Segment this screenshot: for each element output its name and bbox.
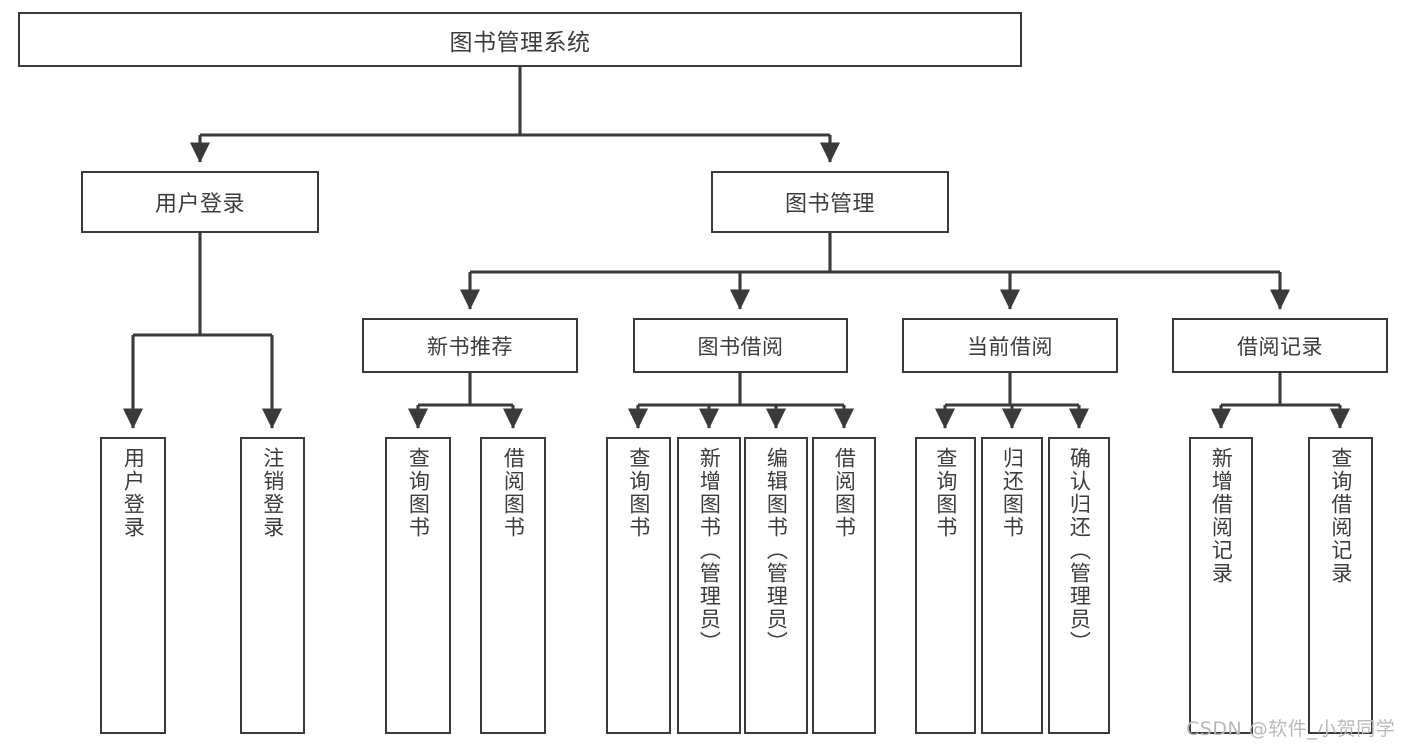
node-current-borrow[interactable]: 当前借阅 [902, 318, 1118, 373]
watermark: CSDN @软件_小贺同学 [1186, 718, 1396, 740]
leaf-edit-book-admin-label: 编辑图书（管理员） [764, 447, 789, 654]
node-new-book-recommend[interactable]: 新书推荐 [362, 318, 578, 373]
node-root[interactable]: 图书管理系统 [18, 12, 1022, 67]
leaf-add-book-admin-label: 新增图书（管理员） [697, 447, 722, 654]
leaf-logout[interactable]: 注销登录 [240, 437, 305, 734]
leaf-user-login-label: 用户登录 [121, 447, 146, 539]
leaf-borrow-book-label: 借阅图书 [832, 447, 857, 539]
node-new-book-recommend-label: 新书推荐 [427, 334, 513, 359]
node-user-login[interactable]: 用户登录 [81, 171, 319, 233]
node-book-borrow[interactable]: 图书借阅 [633, 318, 848, 373]
node-current-borrow-label: 当前借阅 [967, 334, 1053, 359]
leaf-add-borrow-record[interactable]: 新增借阅记录 [1189, 437, 1253, 734]
leaf-logout-label: 注销登录 [260, 447, 285, 539]
leaf-query-book-borrow-label: 查询图书 [626, 447, 651, 539]
node-borrow-record[interactable]: 借阅记录 [1172, 318, 1388, 373]
node-book-management[interactable]: 图书管理 [711, 171, 949, 233]
leaf-query-book-borrow[interactable]: 查询图书 [606, 437, 671, 734]
node-borrow-record-label: 借阅记录 [1237, 334, 1323, 359]
leaf-add-borrow-record-label: 新增借阅记录 [1209, 447, 1234, 585]
leaf-confirm-return-admin[interactable]: 确认归还（管理员） [1048, 437, 1110, 734]
leaf-add-book-admin[interactable]: 新增图书（管理员） [677, 437, 741, 734]
leaf-query-book-newbook[interactable]: 查询图书 [385, 437, 451, 734]
node-book-borrow-label: 图书借阅 [697, 334, 784, 359]
leaf-borrow-book[interactable]: 借阅图书 [812, 437, 876, 734]
node-root-label: 图书管理系统 [449, 29, 591, 56]
leaf-query-book-current[interactable]: 查询图书 [915, 437, 976, 734]
leaf-return-book-label: 归还图书 [1000, 447, 1025, 539]
node-user-login-label: 用户登录 [154, 192, 245, 217]
leaf-query-book-current-label: 查询图书 [933, 447, 958, 539]
leaf-confirm-return-admin-label: 确认归还（管理员） [1067, 447, 1092, 654]
leaf-edit-book-admin[interactable]: 编辑图书（管理员） [744, 437, 808, 734]
leaf-query-borrow-record-label: 查询借阅记录 [1328, 447, 1353, 585]
leaf-borrow-book-newbook-label: 借阅图书 [501, 447, 526, 539]
leaf-user-login[interactable]: 用户登录 [100, 437, 166, 734]
leaf-query-book-newbook-label: 查询图书 [406, 447, 431, 539]
node-book-management-label: 图书管理 [784, 192, 875, 217]
leaf-return-book[interactable]: 归还图书 [981, 437, 1043, 734]
leaf-query-borrow-record[interactable]: 查询借阅记录 [1308, 437, 1373, 734]
leaf-borrow-book-newbook[interactable]: 借阅图书 [480, 437, 546, 734]
